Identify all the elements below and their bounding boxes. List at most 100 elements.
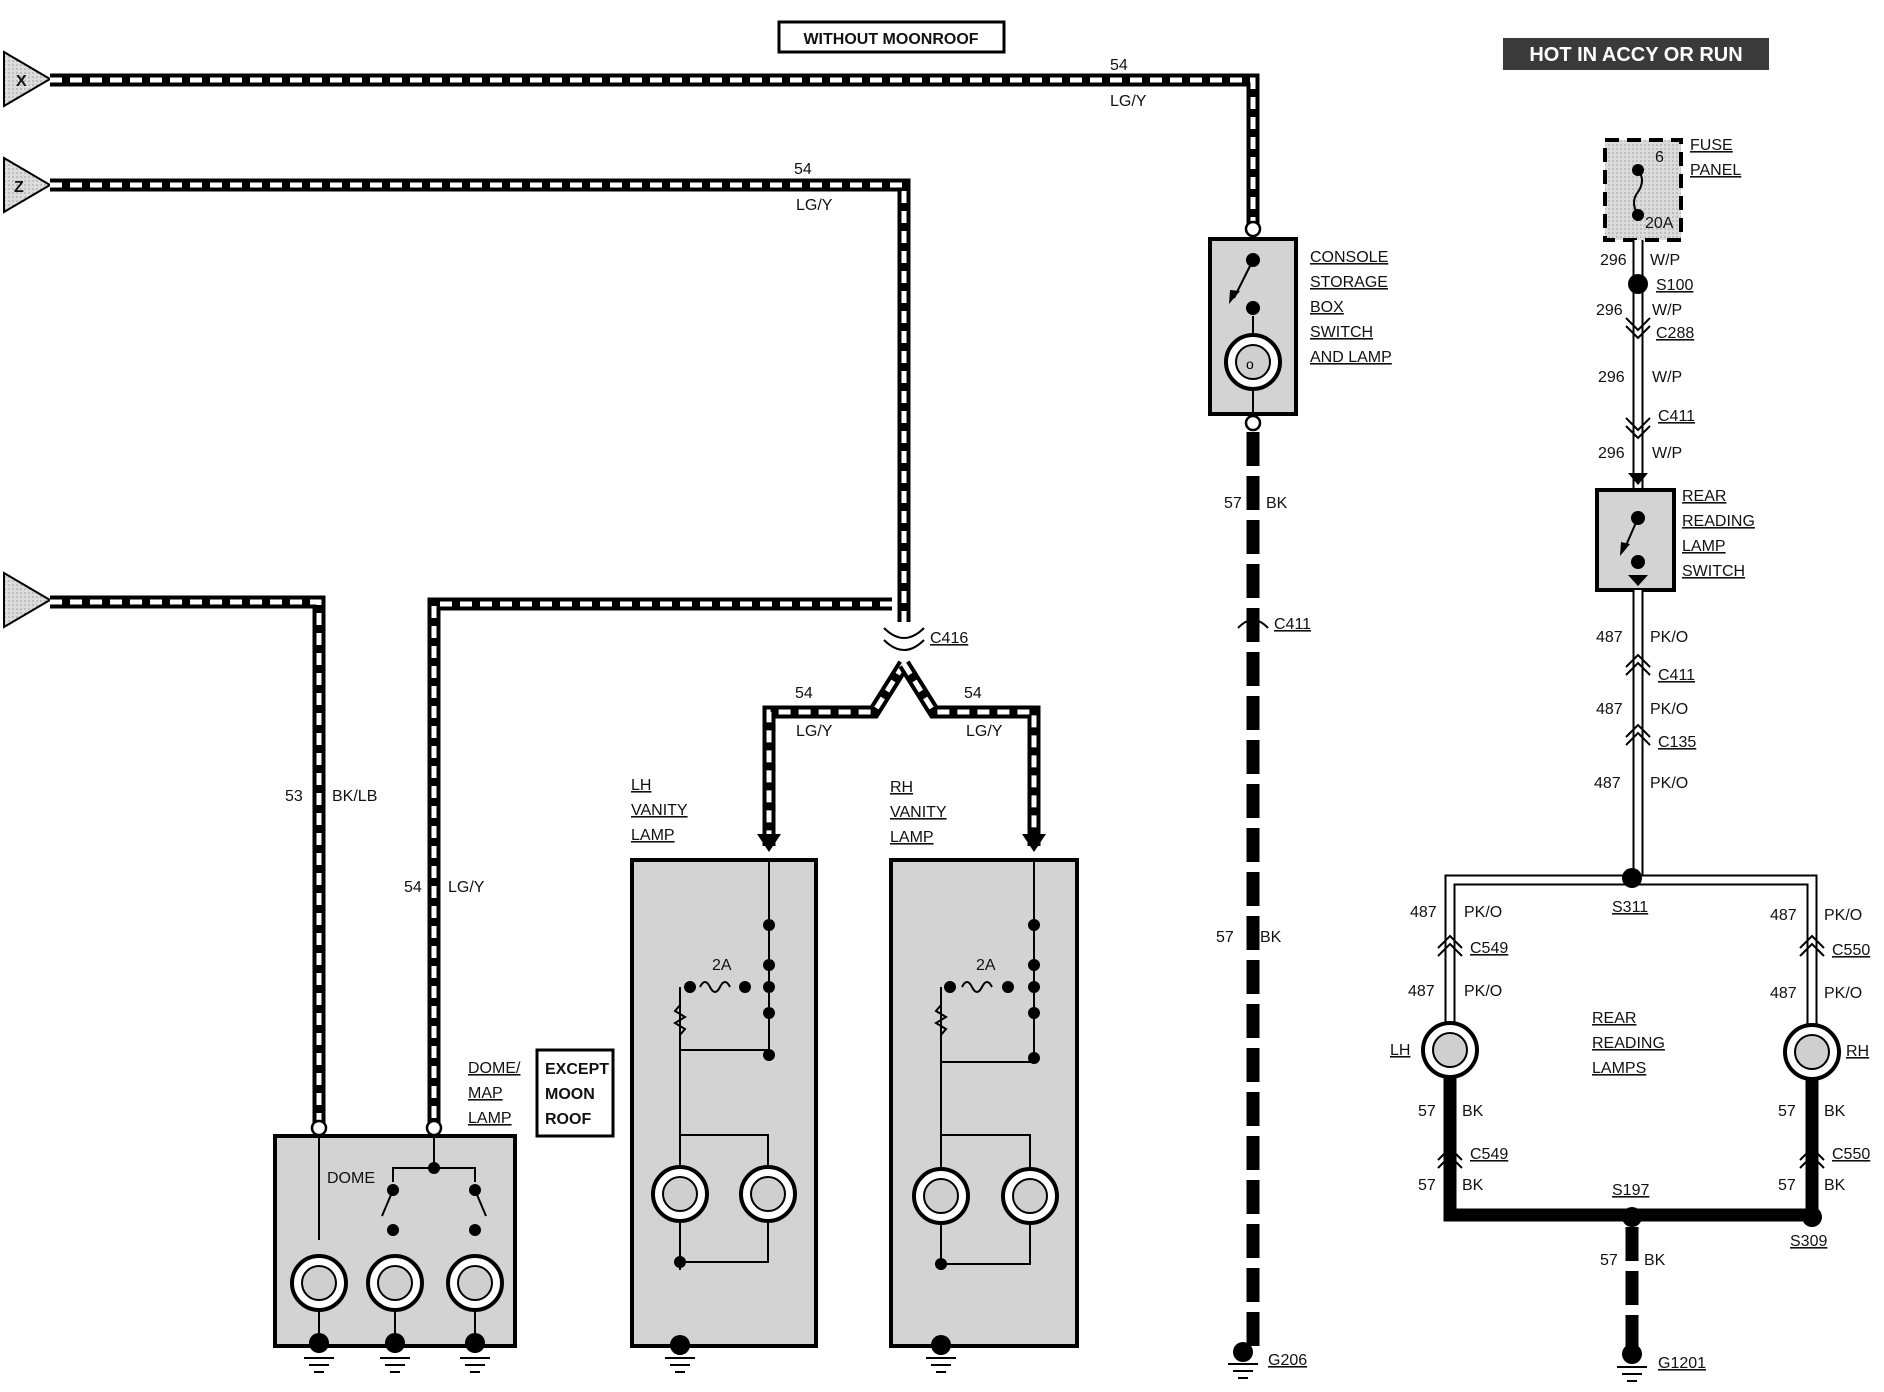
r57b-color: BK xyxy=(1824,1177,1846,1194)
except-l3: ROOF xyxy=(545,1111,591,1128)
rh-branch-color: LG/Y xyxy=(966,723,1003,740)
s311-label: S311 xyxy=(1612,899,1648,916)
lh-rear-label: LH xyxy=(1390,1042,1410,1059)
c549b-label: C549 xyxy=(1470,1146,1508,1163)
wire-z-color: LG/Y xyxy=(796,197,833,214)
l487a-num: 487 xyxy=(1410,904,1437,921)
r487b-color: PK/O xyxy=(1824,985,1862,1002)
rh-vanity-l3: LAMP xyxy=(890,829,934,846)
lh-vanity-l2: VANITY xyxy=(631,802,688,819)
except-moonroof-box: EXCEPT MOON ROOF xyxy=(535,1048,615,1138)
dome-inner-label: DOME xyxy=(327,1170,375,1187)
lh-vanity-l1: LH xyxy=(631,777,651,794)
c549a-label: C549 xyxy=(1470,940,1508,957)
g57-num: 57 xyxy=(1600,1252,1618,1269)
r57a-num: 57 xyxy=(1778,1103,1796,1120)
except-l1: EXCEPT xyxy=(545,1061,609,1078)
dome-map-lamp: DOME DOME/ MAP LAMP xyxy=(273,1060,521,1373)
fuse-panel: 6 20A FUSE PANEL xyxy=(1603,137,1741,242)
c550a-label: C550 xyxy=(1832,942,1870,959)
rrls-l2: READING xyxy=(1682,513,1755,530)
wire-54-color: LG/Y xyxy=(448,879,485,896)
g57b-color: BK xyxy=(1260,929,1282,946)
w487c-num: 487 xyxy=(1594,775,1621,792)
wire-54-dome: 54 LG/Y xyxy=(404,597,892,1124)
c416-label: C416 xyxy=(930,630,968,647)
dome-l1: DOME/ xyxy=(468,1060,521,1077)
console-l5: AND LAMP xyxy=(1310,349,1392,366)
title-box: WITHOUT MOONROOF xyxy=(777,20,1006,54)
g57b-num: 57 xyxy=(1216,929,1234,946)
wire-53: 53 BK/LB xyxy=(50,595,377,1124)
lh-vanity-l3: LAMP xyxy=(631,827,675,844)
g1201-label: G1201 xyxy=(1658,1355,1706,1372)
lh-vanity-fuse: 2A xyxy=(712,957,732,974)
rh-vanity-fuse: 2A xyxy=(976,957,996,974)
w296b-num: 296 xyxy=(1596,302,1623,319)
fuse-num: 6 xyxy=(1655,149,1664,166)
svg-text:o: o xyxy=(1246,356,1254,372)
fuse-panel-l2: PANEL xyxy=(1690,162,1741,179)
c550b-label: C550 xyxy=(1832,1146,1870,1163)
right-wire-487: 487 PK/O C411 487 PK/O C135 487 PK/O xyxy=(1594,590,1696,880)
fuse-amp: 20A xyxy=(1645,215,1674,232)
c288-label: C288 xyxy=(1656,325,1694,342)
console-l3: BOX xyxy=(1310,299,1344,316)
console-switch-lamp: o CONSOLE STORAGE BOX SWITCH AND LAMP xyxy=(1208,220,1392,432)
w296c-color: W/P xyxy=(1652,369,1682,386)
c411a-label: C411 xyxy=(1658,408,1695,425)
c135-label: C135 xyxy=(1658,734,1696,751)
g206-label: G206 xyxy=(1268,1352,1307,1369)
rear-reading-lamps-circuit: S311 487 PK/O C549 487 PK/O 487 PK/O C55… xyxy=(1390,868,1870,1382)
wire-z-num: 54 xyxy=(794,161,812,178)
fuse-panel-l1: FUSE xyxy=(1690,137,1733,154)
wire-53-num: 53 xyxy=(285,788,303,805)
w296b-color: W/P xyxy=(1652,302,1682,319)
s100-label: S100 xyxy=(1656,277,1693,294)
connector-3 xyxy=(3,571,52,629)
l487b-num: 487 xyxy=(1408,983,1435,1000)
wire-54-num: 54 xyxy=(404,879,422,896)
rh-rear-label: RH xyxy=(1846,1043,1869,1060)
l57a-color: BK xyxy=(1462,1103,1484,1120)
wire-z-54: 54 LG/Y xyxy=(50,161,911,622)
c416-splice: C416 54 LG/Y 54 LG/Y xyxy=(757,627,1046,852)
l487b-color: PK/O xyxy=(1464,983,1502,1000)
connector-z: Z xyxy=(3,156,52,214)
lh-branch-num: 54 xyxy=(795,685,813,702)
console-l4: SWITCH xyxy=(1310,324,1373,341)
rh-branch-num: 54 xyxy=(964,685,982,702)
r487a-num: 487 xyxy=(1770,907,1797,924)
r487b-num: 487 xyxy=(1770,985,1797,1002)
hot-label: HOT IN ACCY OR RUN xyxy=(1503,38,1769,70)
rh-vanity-lamp: RH VANITY LAMP 2A xyxy=(889,779,1079,1373)
rear-reading-lamp-switch: REAR READING LAMP SWITCH xyxy=(1595,488,1755,592)
s309-label: S309 xyxy=(1790,1233,1827,1250)
console-l1: CONSOLE xyxy=(1310,249,1388,266)
rear-lamps-l1: REAR xyxy=(1592,1010,1636,1027)
lh-branch-color: LG/Y xyxy=(796,723,833,740)
rh-vanity-l1: RH xyxy=(890,779,913,796)
wire-x-54: 54 LG/Y xyxy=(50,57,1260,227)
except-l2: MOON xyxy=(545,1086,595,1103)
lh-vanity-lamp: LH VANITY LAMP 2A xyxy=(630,777,818,1373)
w487b-color: PK/O xyxy=(1650,701,1688,718)
rear-lamps-l2: READING xyxy=(1592,1035,1665,1052)
w487a-num: 487 xyxy=(1596,629,1623,646)
console-l2: STORAGE xyxy=(1310,274,1388,291)
connector-x-label: X xyxy=(16,73,27,90)
l57b-num: 57 xyxy=(1418,1177,1436,1194)
rrls-l1: REAR xyxy=(1682,488,1726,505)
g57a-num: 57 xyxy=(1224,495,1242,512)
w296a-color: W/P xyxy=(1650,252,1680,269)
dome-l3: LAMP xyxy=(468,1110,512,1127)
dome-l2: MAP xyxy=(468,1085,503,1102)
connector-x: X xyxy=(3,50,52,108)
l57b-color: BK xyxy=(1462,1177,1484,1194)
rear-lamps-l3: LAMPS xyxy=(1592,1060,1646,1077)
c411b-label: C411 xyxy=(1658,667,1695,684)
rrls-l3: LAMP xyxy=(1682,538,1726,555)
hot-label-text: HOT IN ACCY OR RUN xyxy=(1529,44,1742,66)
wire-57-g206: 57 BK C411 57 BK G206 xyxy=(1216,432,1311,1379)
r487a-color: PK/O xyxy=(1824,907,1862,924)
